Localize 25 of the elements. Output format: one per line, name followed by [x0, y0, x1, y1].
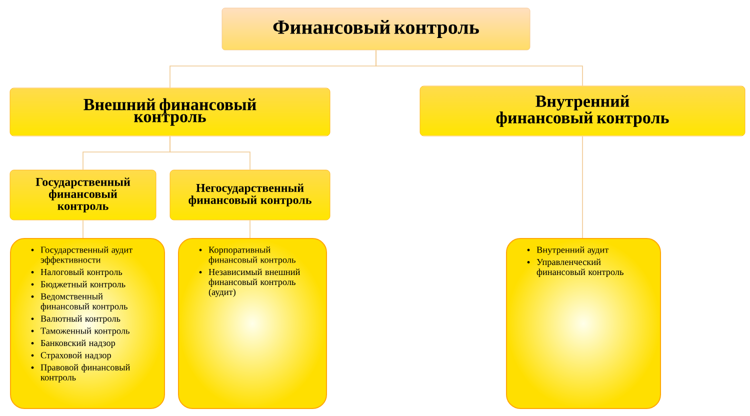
- list-item: Ведомственный финансовый контроль: [40, 293, 128, 312]
- list-box: [10, 238, 165, 409]
- list-item: Внутренний аудит: [536, 246, 609, 255]
- list-box: [506, 238, 661, 409]
- list-item: Таможенный контроль: [40, 328, 130, 336]
- list-item: Правовой финансовый контроль: [40, 364, 130, 382]
- list-item: Управленческий финансовый контроль: [536, 258, 624, 277]
- list-item: Бюджетный контроль: [40, 280, 126, 290]
- category-box: Негосударственный финансовый контроль: [170, 170, 330, 220]
- list-item: Государственный аудит эффективности: [40, 246, 133, 265]
- category-box: Внешний финансовый контроль: [10, 88, 330, 136]
- list-item: Независимый внешний финансовый контроль (аудит): [208, 268, 300, 297]
- connector-line: [170, 136, 250, 170]
- category-box: Государственный финансовый контроль: [10, 170, 156, 220]
- list-item: Валютный контроль: [40, 315, 120, 324]
- list-box: [178, 238, 327, 409]
- connector-line: [376, 50, 583, 86]
- list-item: Страховой надзор: [40, 352, 111, 360]
- connector-line: [82, 220, 84, 238]
- list-item: Налоговый контроль: [40, 268, 122, 277]
- category-box: Внутренний финансовый контроль: [420, 86, 746, 136]
- connector-line: [582, 136, 583, 238]
- list-item: Корпоративный финансовый контроль: [208, 246, 296, 265]
- title-box: Финансовый контроль: [222, 8, 530, 50]
- list-item: Банковский надзор: [40, 340, 116, 348]
